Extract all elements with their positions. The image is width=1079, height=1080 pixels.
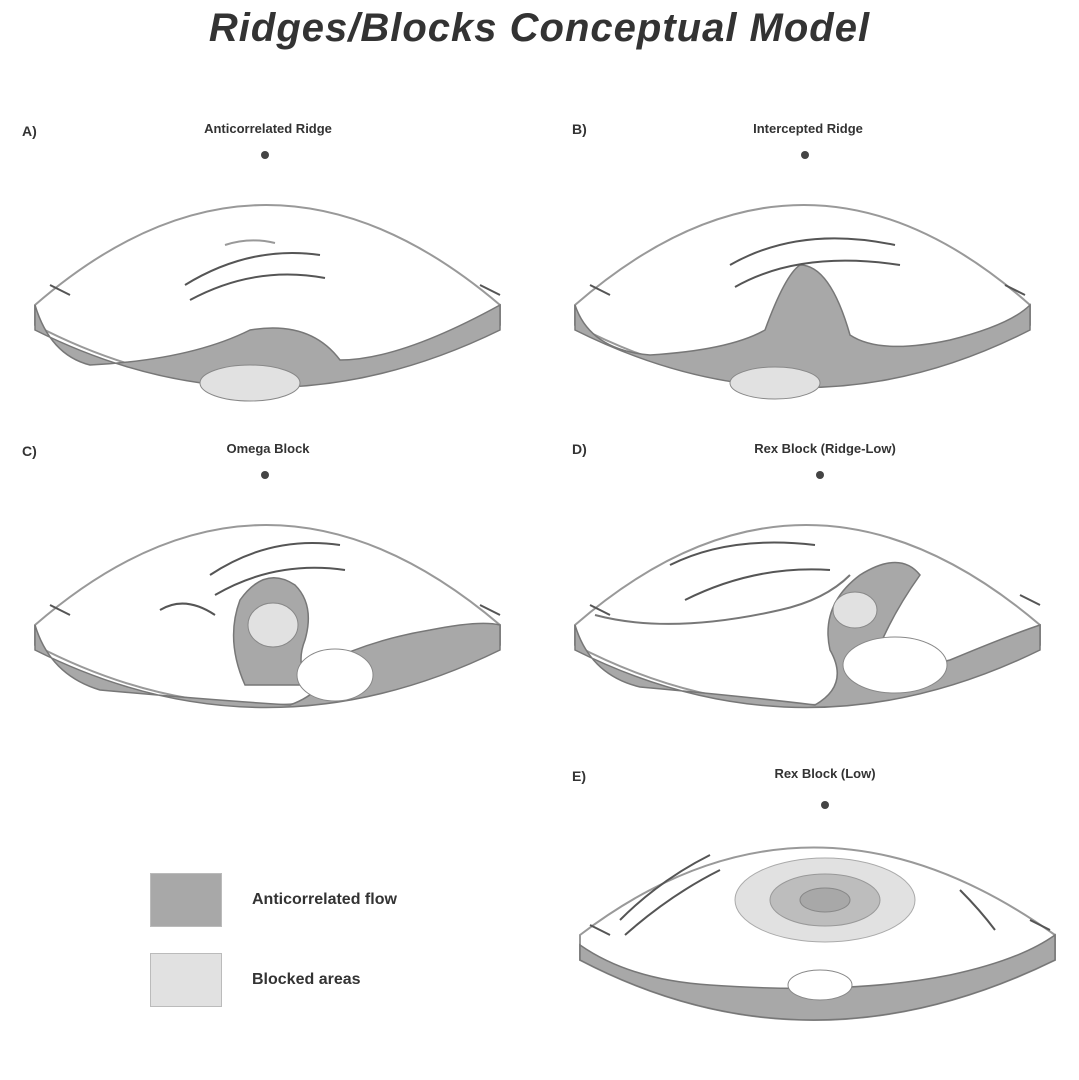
legend-label: Anticorrelated flow bbox=[252, 891, 397, 909]
legend-item: Anticorrelated flow bbox=[150, 870, 470, 930]
page-title: Ridges/Blocks Conceptual Model bbox=[0, 6, 1079, 51]
ridge-diagram bbox=[550, 115, 1070, 435]
block-diagram bbox=[550, 435, 1070, 755]
panel-c: C) Omega Block bbox=[10, 435, 530, 755]
block-diagram bbox=[10, 435, 530, 755]
panel-d: D) Rex Block (Ridge-Low) bbox=[550, 435, 1070, 755]
panel-e: E) Rex Block (Low) bbox=[550, 760, 1070, 1080]
block-diagram bbox=[550, 760, 1070, 1052]
legend-swatch-light bbox=[150, 953, 222, 1007]
legend-label: Blocked areas bbox=[252, 971, 361, 989]
legend-swatch-dark bbox=[150, 873, 222, 927]
panel-b: B) Intercepted Ridge bbox=[550, 115, 1070, 435]
legend-item: Blocked areas bbox=[150, 950, 470, 1010]
legend: Anticorrelated flow Blocked areas bbox=[150, 870, 470, 1010]
panel-a: A) Anticorrelated Ridge bbox=[10, 115, 530, 435]
ridge-diagram bbox=[10, 115, 530, 435]
